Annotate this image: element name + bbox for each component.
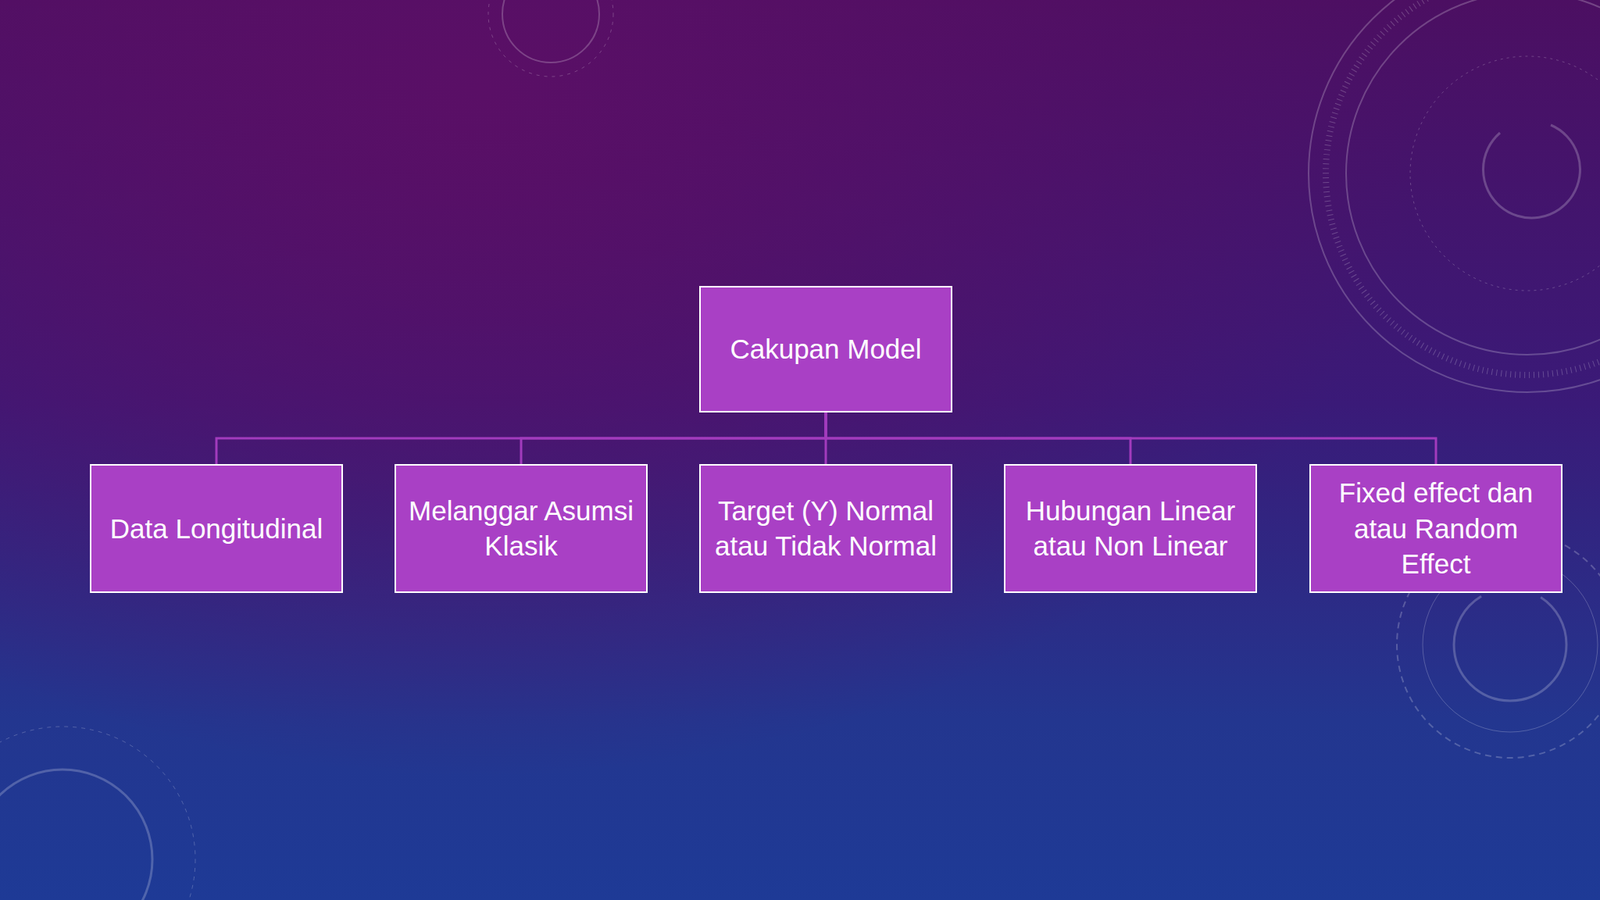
child-box: Fixed effect dan atau Random Effect (1309, 464, 1563, 593)
child-box: Target (Y) Normal atau Tidak Normal (699, 464, 953, 593)
tree-connector (216, 412, 826, 465)
box-label: Cakupan Model (729, 331, 922, 368)
child-box: Hubungan Linear atau Non Linear (1003, 464, 1258, 593)
hud-circle (0, 769, 153, 900)
hud-ticks (1325, 0, 1600, 375)
hud-circle (0, 726, 196, 900)
hud-circle (502, 0, 600, 63)
box-label: Fixed effect dan atau Random Effect (1315, 475, 1557, 583)
box-label: Melanggar Asumsi Klasik (400, 492, 642, 565)
child-box: Data Longitudinal (89, 464, 343, 593)
child-box: Melanggar Asumsi Klasik (394, 464, 648, 593)
hud-circle (1346, 0, 1600, 355)
tree-connector (825, 412, 1436, 465)
hud-circle (1453, 588, 1567, 701)
hud-arc (1482, 125, 1580, 218)
box-label: Data Longitudinal (110, 510, 323, 547)
root-box: Cakupan Model (699, 285, 953, 413)
hud-circle (1308, 0, 1600, 393)
tree-connector (521, 412, 826, 465)
box-label: Target (Y) Normal atau Tidak Normal (705, 492, 947, 565)
hud-circle (1410, 56, 1600, 291)
hud-circle (488, 0, 614, 77)
box-label: Hubungan Linear atau Non Linear (1010, 492, 1251, 565)
